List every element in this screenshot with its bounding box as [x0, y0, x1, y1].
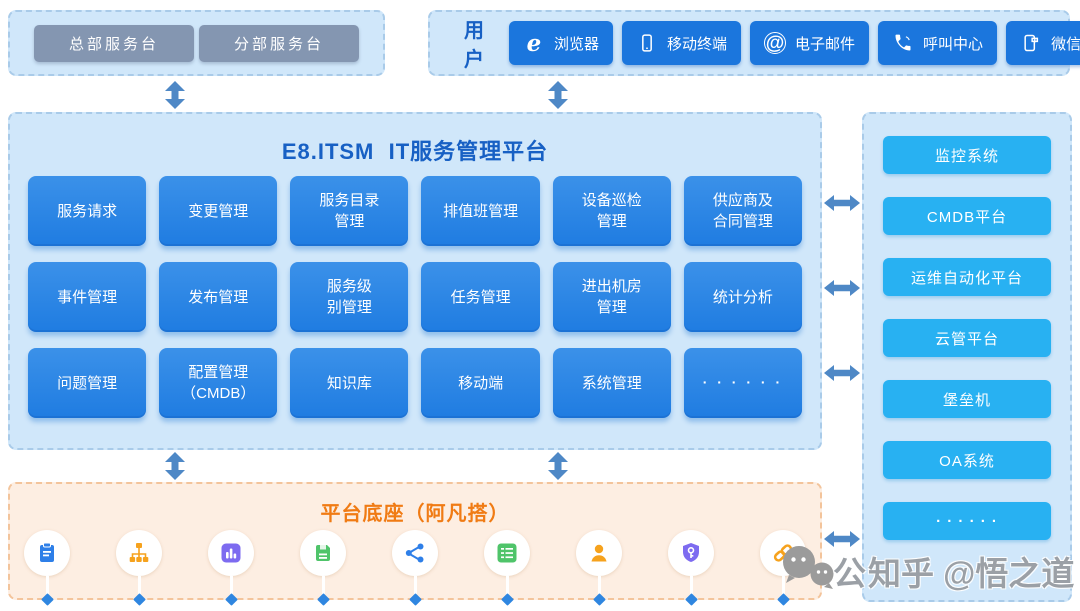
system-button-more[interactable]: · · · · · · — [883, 502, 1051, 540]
vertical-connector-arrow — [164, 452, 186, 480]
icon-stem — [781, 576, 785, 598]
icon-stem — [505, 576, 509, 598]
diamond-marker — [316, 593, 330, 606]
share-nodes-icon — [392, 530, 438, 576]
email-channel-button[interactable]: @ 电子邮件 — [750, 21, 870, 65]
diamond-marker — [40, 593, 54, 606]
base-platform-title: 平台底座（阿凡搭） — [320, 503, 510, 525]
channel-label: 呼叫中心 — [923, 35, 984, 53]
watermark-text: 知乎 @悟之道 — [868, 554, 1075, 592]
base-icon-unit — [484, 530, 530, 606]
base-platform-icons — [10, 530, 820, 606]
diamond-marker — [224, 593, 238, 606]
watermark: 公 知乎 @悟之道 — [775, 542, 1074, 599]
clipboard-icon — [24, 530, 70, 576]
diamond-marker — [684, 593, 698, 606]
diamond-marker — [500, 593, 514, 606]
browser-channel-button[interactable]: e 浏览器 — [509, 21, 614, 65]
call-center-icon — [892, 32, 914, 54]
module-button-statistics[interactable]: 统计分析 — [683, 262, 802, 332]
module-button-device-inspection[interactable]: 设备巡检 管理 — [552, 176, 671, 246]
vertical-connector-arrow — [547, 452, 569, 480]
module-button-service-level[interactable]: 服务级 别管理 — [290, 262, 409, 332]
module-button-room-access[interactable]: 进出机房 管理 — [552, 262, 671, 332]
system-button-ops-automation[interactable]: 运维自动化平台 — [883, 258, 1051, 296]
base-icon-unit — [208, 530, 254, 606]
vertical-connector-arrow — [547, 81, 569, 109]
org-chart-icon — [116, 530, 162, 576]
users-label: 用户 — [464, 20, 486, 71]
service-desk-panel: 总部服务台 分部服务台 — [8, 10, 385, 76]
channel-label: 移动终端 — [667, 35, 728, 53]
diamond-marker — [592, 593, 606, 606]
module-button-knowledge-base[interactable]: 知识库 — [290, 348, 409, 418]
module-button-problem-mgmt[interactable]: 问题管理 — [28, 348, 147, 418]
horizontal-connector-arrow — [824, 195, 860, 211]
platform-title: E8.ITSM IT服务管理平台 — [281, 139, 549, 164]
bar-chart-icon — [208, 530, 254, 576]
module-button-change-mgmt[interactable]: 变更管理 — [159, 176, 278, 246]
user-channels-panel: 用户 e 浏览器 移动终端 @ 电子邮件 呼叫中心 微信 — [428, 10, 1080, 76]
wechat-chat-bubbles-icon — [775, 542, 841, 599]
horizontal-connector-arrow — [824, 531, 860, 547]
save-file-icon — [300, 530, 346, 576]
module-grid: 服务请求 变更管理 服务目录 管理 排值班管理 设备巡检 管理 供应商及 合同管… — [28, 176, 802, 418]
mobile-icon — [636, 32, 658, 54]
base-icon-unit — [300, 530, 346, 606]
icon-stem — [321, 576, 325, 598]
module-button-service-request[interactable]: 服务请求 — [28, 176, 147, 246]
ie-browser-icon: e — [526, 29, 542, 57]
system-button-cmdb[interactable]: CMDB平台 — [883, 197, 1051, 235]
icon-stem — [413, 576, 417, 598]
base-icon-unit — [668, 530, 714, 606]
module-button-task-mgmt[interactable]: 任务管理 — [421, 262, 540, 332]
module-button-vendor-contract[interactable]: 供应商及 合同管理 — [683, 176, 802, 246]
module-button-system-mgmt[interactable]: 系统管理 — [552, 348, 671, 418]
wechat-phone-icon — [1020, 32, 1042, 54]
system-button-monitoring[interactable]: 监控系统 — [883, 136, 1051, 174]
channel-label: 浏览器 — [554, 35, 600, 53]
mobile-channel-button[interactable]: 移动终端 — [622, 21, 742, 65]
icon-stem — [689, 576, 693, 598]
system-button-bastion-host[interactable]: 堡垒机 — [883, 380, 1051, 418]
call-center-channel-button[interactable]: 呼叫中心 — [878, 21, 998, 65]
module-button-shift-schedule[interactable]: 排值班管理 — [421, 176, 540, 246]
module-button-incident-mgmt[interactable]: 事件管理 — [28, 262, 147, 332]
itsm-platform-panel: E8.ITSM IT服务管理平台 服务请求 变更管理 服务目录 管理 排值班管理… — [8, 112, 822, 450]
base-platform-panel: 平台底座（阿凡搭） — [8, 482, 822, 606]
module-button-mobile[interactable]: 移动端 — [421, 348, 540, 418]
system-button-oa[interactable]: OA系统 — [883, 441, 1051, 479]
base-icon-unit — [576, 530, 622, 606]
icon-stem — [137, 576, 141, 598]
module-button-more[interactable]: · · · · · · — [683, 348, 802, 418]
icon-stem — [229, 576, 233, 598]
horizontal-connector-arrow — [824, 280, 860, 296]
system-button-cloud-mgmt[interactable]: 云管平台 — [883, 319, 1051, 357]
email-at-icon: @ — [764, 32, 787, 54]
channel-label: 电子邮件 — [795, 35, 856, 53]
base-icon-unit — [116, 530, 162, 606]
base-icon-unit — [24, 530, 70, 606]
form-list-icon — [484, 530, 530, 576]
vertical-connector-arrow — [164, 81, 186, 109]
diamond-marker — [408, 593, 422, 606]
shield-key-icon — [668, 530, 714, 576]
module-button-cmdb-config[interactable]: 配置管理 （CMDB） — [159, 348, 278, 418]
module-button-service-catalog[interactable]: 服务目录 管理 — [290, 176, 409, 246]
branch-service-desk-button[interactable]: 分部服务台 — [199, 24, 359, 62]
icon-stem — [597, 576, 601, 598]
diamond-marker — [132, 593, 146, 606]
horizontal-connector-arrow — [824, 365, 860, 381]
external-systems-panel: 监控系统 CMDB平台 运维自动化平台 云管平台 堡垒机 OA系统 · · · … — [862, 112, 1072, 602]
wechat-channel-button[interactable]: 微信 — [1006, 21, 1080, 65]
watermark-prefix: 公 — [833, 554, 866, 592]
icon-stem — [45, 576, 49, 598]
base-icon-unit — [392, 530, 438, 606]
channel-label: 微信 — [1051, 35, 1080, 53]
user-icon — [576, 530, 622, 576]
module-button-release-mgmt[interactable]: 发布管理 — [159, 262, 278, 332]
hq-service-desk-button[interactable]: 总部服务台 — [34, 24, 194, 62]
